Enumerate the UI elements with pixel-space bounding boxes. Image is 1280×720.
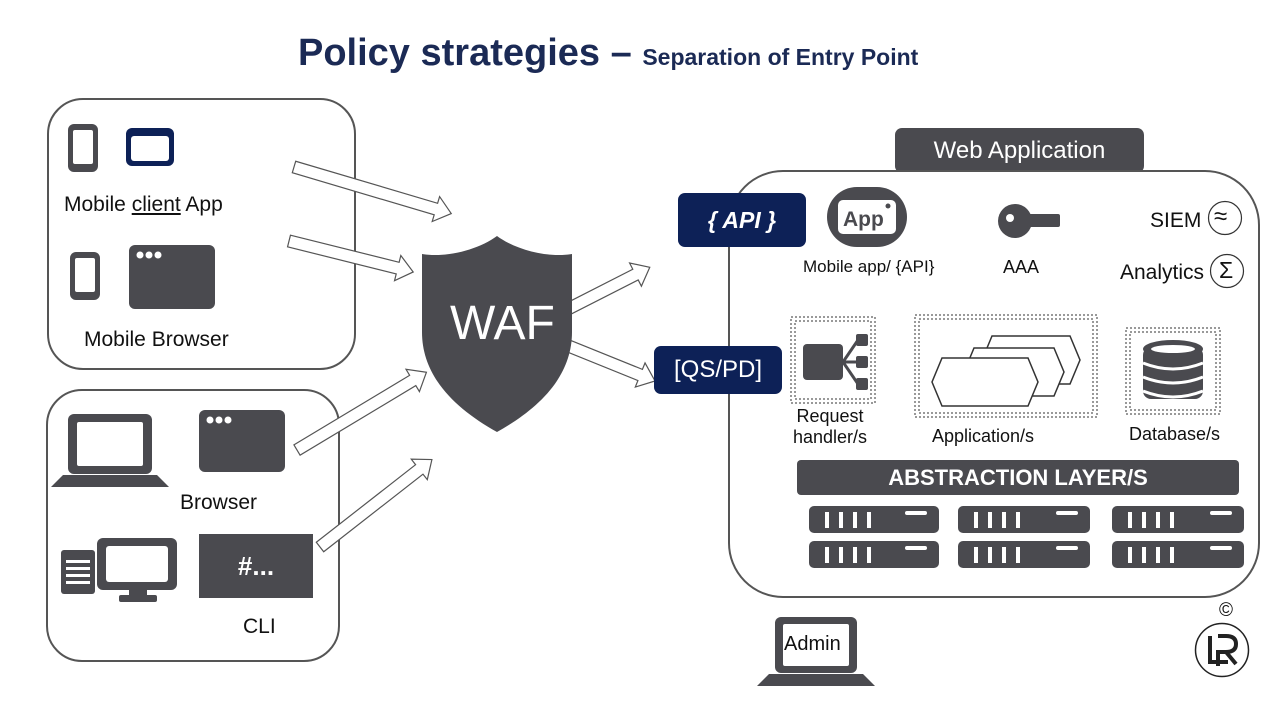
- title-dash: –: [610, 32, 632, 74]
- qspd-entry-tag[interactable]: [QS/PD]: [654, 346, 782, 394]
- cli-prompt: #...: [237, 550, 275, 581]
- key-icon: [998, 204, 1060, 238]
- server-icon: [958, 541, 1090, 568]
- analytics-symbol: Σ: [1219, 257, 1234, 283]
- lr-logo-icon: [1194, 622, 1250, 678]
- analytics-label: Analytics: [1120, 261, 1205, 284]
- waf-shield-icon: [422, 236, 572, 432]
- application-label: Application/s: [932, 426, 1035, 446]
- mobile-client-app-label: Mobile client App: [64, 193, 223, 216]
- mobile-browser-label: Mobile Browser: [84, 328, 229, 351]
- cli-terminal: #...: [199, 534, 313, 598]
- waf-label: WAF: [450, 297, 555, 350]
- mobile-app-icon: [827, 187, 907, 247]
- aaa-label: AAA: [1003, 257, 1040, 277]
- title-main-text: Policy strategies: [298, 32, 601, 74]
- arrow-mobile-browser-to-waf: [286, 234, 415, 282]
- app-window-icon: [126, 128, 174, 166]
- request-handler-icon: [790, 316, 876, 404]
- mobile-clients-group: [47, 98, 356, 370]
- siem-symbol: ≈: [1214, 203, 1228, 230]
- copyright-symbol: ©: [1219, 600, 1233, 621]
- server-icon: [809, 506, 939, 533]
- database-label: Database/s: [1129, 424, 1221, 444]
- admin-laptop-icon: [757, 617, 875, 686]
- web-application-header: Web Application: [895, 128, 1144, 173]
- arrow-mobile-app-to-waf: [291, 160, 453, 223]
- browser-window-icon: [129, 245, 215, 309]
- siem-label: SIEM: [1150, 209, 1202, 232]
- page-title: Policy strategies – Separation of Entry …: [298, 32, 918, 75]
- analytics-circle-icon: [1209, 253, 1245, 289]
- request-handler-label: Request handler/s: [792, 406, 868, 447]
- siem-circle-icon: [1207, 200, 1243, 236]
- applications-icon: [914, 314, 1098, 418]
- browser-window-icon: [199, 410, 285, 472]
- abstraction-layer-bar: ABSTRACTION LAYER/S: [797, 460, 1239, 495]
- cli-label: CLI: [243, 615, 276, 638]
- server-icon: [1112, 506, 1244, 533]
- database-icon: [1125, 327, 1221, 415]
- server-icon: [809, 541, 939, 568]
- page-subtitle: Separation of Entry Point: [642, 44, 919, 70]
- desktop-computer-icon: [61, 538, 177, 602]
- arrow-cli-to-waf: [315, 458, 433, 553]
- app-icon-text: App: [843, 208, 884, 231]
- laptop-icon: [51, 414, 169, 487]
- server-icon: [958, 506, 1090, 533]
- admin-label: Admin: [784, 633, 841, 655]
- server-icon: [1112, 541, 1244, 568]
- arrow-waf-to-api: [562, 262, 651, 317]
- browser-label: Browser: [180, 491, 258, 514]
- mobile-phone-icon: [70, 252, 100, 300]
- arrow-waf-to-qspd: [562, 338, 656, 388]
- arrow-browser-to-waf: [293, 368, 428, 456]
- api-entry-tag[interactable]: { API }: [678, 193, 806, 247]
- mobile-phone-icon: [68, 124, 98, 172]
- mobile-app-api-label: Mobile app/ {API}: [803, 257, 935, 276]
